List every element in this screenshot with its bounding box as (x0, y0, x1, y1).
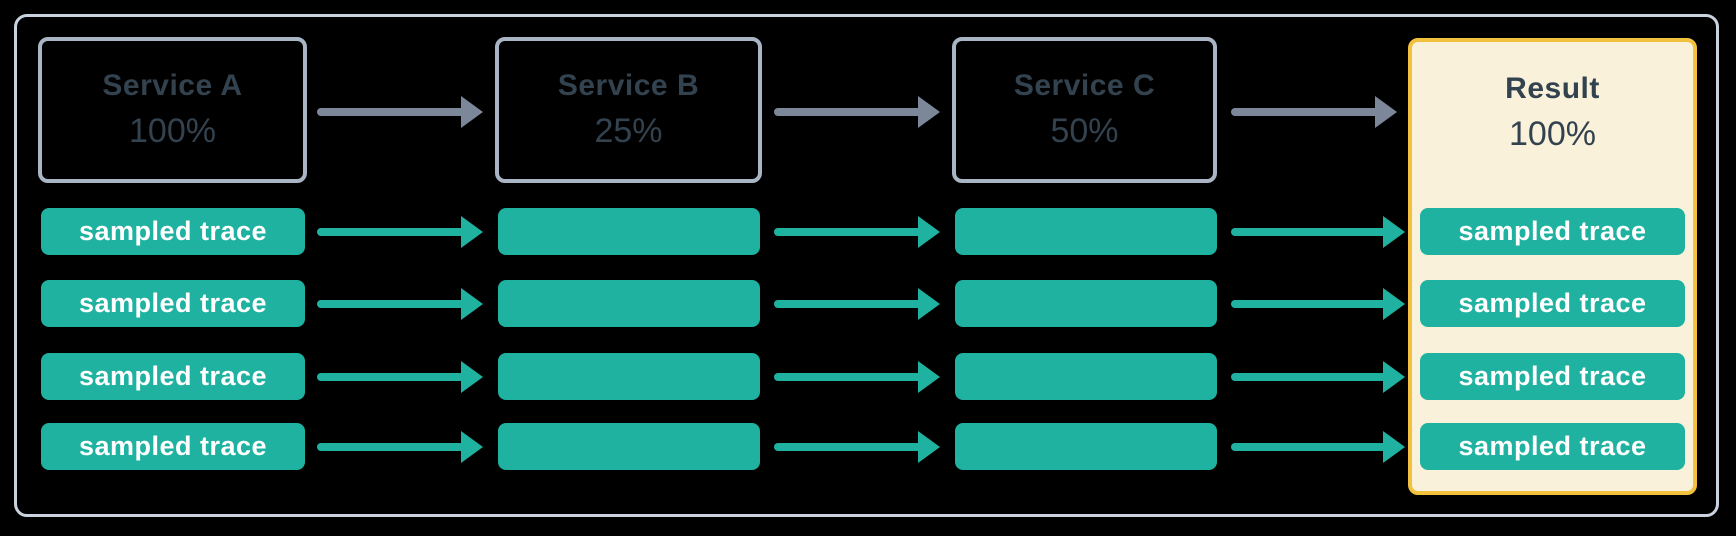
arrow-b-to-c-icon (774, 96, 940, 128)
trace-arrow-icon (774, 431, 940, 463)
sampled-trace-bar: sampled trace (41, 280, 305, 327)
trace-bar-unlabeled (955, 353, 1217, 400)
trace-bar-unlabeled (498, 208, 760, 255)
service-b-rate: 25% (594, 112, 663, 150)
trace-arrow-icon (317, 216, 483, 248)
trace-arrow-icon (317, 361, 483, 393)
sampled-trace-bar: sampled trace (41, 423, 305, 470)
trace-bar-unlabeled (498, 280, 760, 327)
service-c-title: Service C (1013, 69, 1156, 102)
trace-arrow-icon (317, 288, 483, 320)
sampled-trace-bar: sampled trace (1420, 353, 1685, 400)
result-rate: 100% (1509, 115, 1596, 153)
trace-bar-unlabeled (498, 353, 760, 400)
trace-arrow-icon (1231, 431, 1405, 463)
service-a-box: Service A 100% (38, 37, 307, 183)
result-title: Result (1505, 72, 1600, 105)
trace-arrow-icon (317, 431, 483, 463)
trace-arrow-icon (1231, 361, 1405, 393)
result-box: Result 100% (1408, 38, 1697, 495)
service-a-rate: 100% (129, 112, 216, 150)
outer-frame (14, 14, 1719, 517)
trace-arrow-icon (774, 216, 940, 248)
sampled-trace-bar: sampled trace (41, 353, 305, 400)
result-header: Result 100% (1412, 42, 1693, 184)
service-b-box: Service B 25% (495, 37, 762, 183)
service-b-title: Service B (557, 69, 700, 102)
sampled-trace-bar: sampled trace (1420, 208, 1685, 255)
sampled-trace-bar: sampled trace (1420, 280, 1685, 327)
arrow-a-to-b-icon (317, 96, 483, 128)
trace-bar-unlabeled (955, 280, 1217, 327)
trace-arrow-icon (774, 288, 940, 320)
trace-arrow-icon (1231, 216, 1405, 248)
arrow-c-to-result-icon (1231, 96, 1397, 128)
trace-bar-unlabeled (955, 208, 1217, 255)
service-c-box: Service C 50% (952, 37, 1217, 183)
sampled-trace-bar: sampled trace (1420, 423, 1685, 470)
trace-bar-unlabeled (498, 423, 760, 470)
service-c-rate: 50% (1050, 112, 1119, 150)
trace-arrow-icon (774, 361, 940, 393)
trace-bar-unlabeled (955, 423, 1217, 470)
sampled-trace-bar: sampled trace (41, 208, 305, 255)
service-a-title: Service A (102, 69, 243, 102)
trace-arrow-icon (1231, 288, 1405, 320)
